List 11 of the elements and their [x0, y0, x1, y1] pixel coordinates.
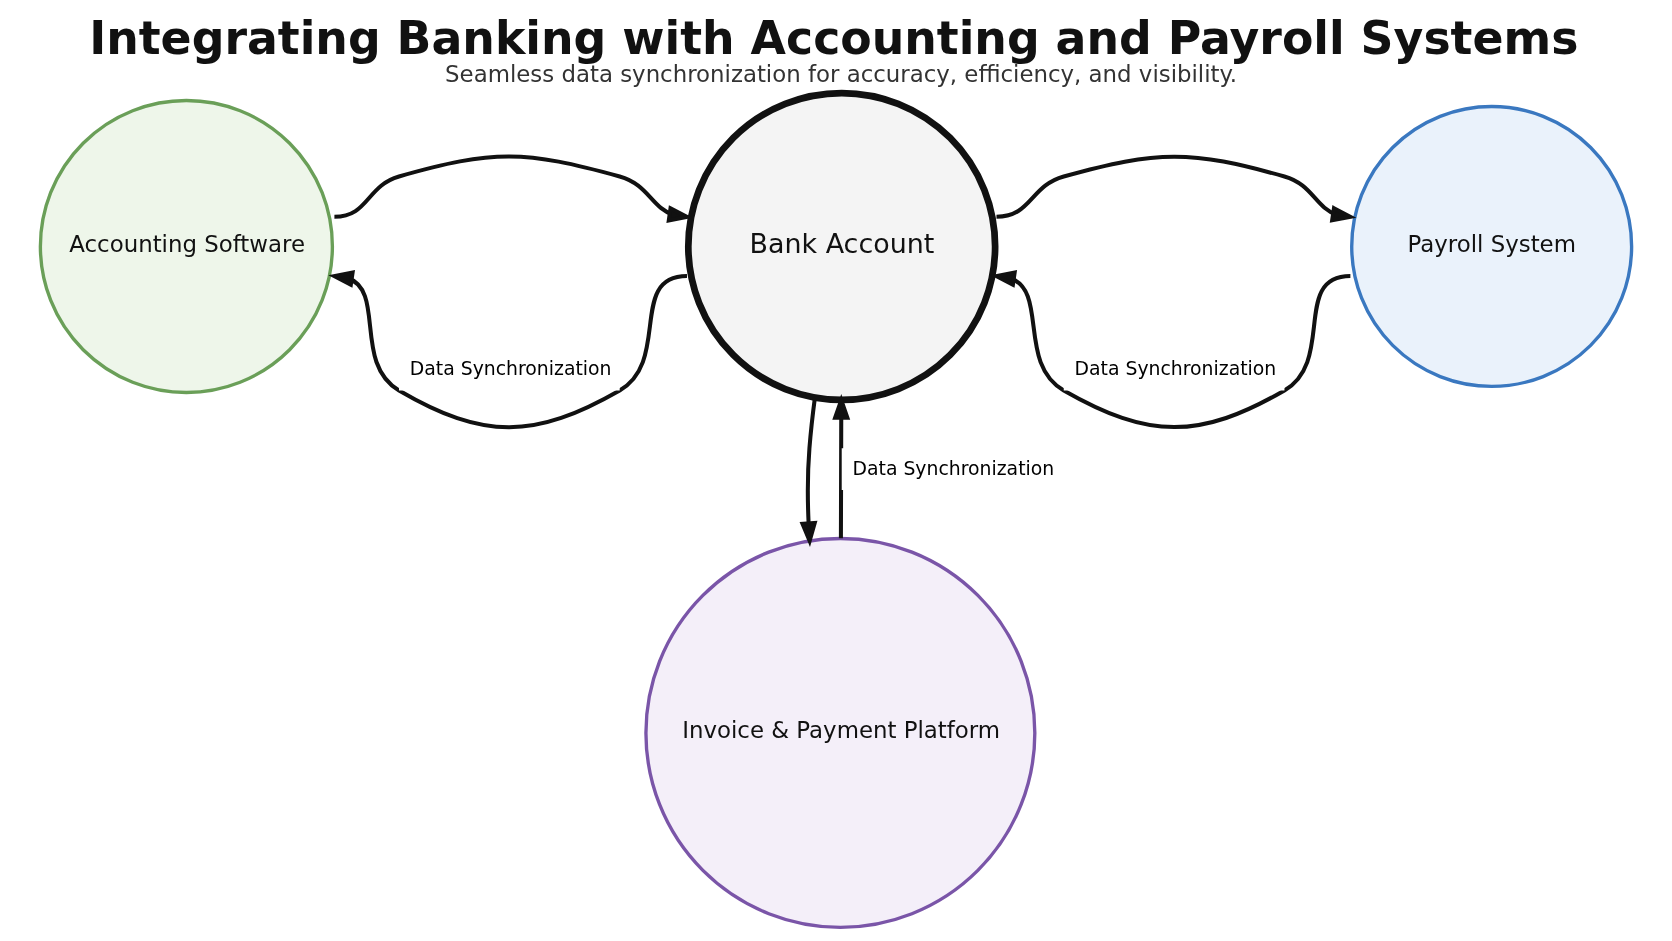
- edge-label: Data Synchronization: [852, 457, 1055, 479]
- arrow: [996, 154, 1357, 223]
- edge-label: Data Synchronization: [409, 358, 612, 380]
- node-circle: Bank Account: [684, 89, 999, 404]
- node-circle: Accounting Software: [38, 98, 335, 395]
- node-circle: Payroll System: [1350, 104, 1634, 389]
- node-circle: Invoice & Payment Platform: [644, 536, 1037, 930]
- arrow: [832, 394, 851, 539]
- arrow: [328, 270, 688, 430]
- arrow: [799, 397, 818, 547]
- edge-label: Data Synchronization: [1074, 358, 1277, 380]
